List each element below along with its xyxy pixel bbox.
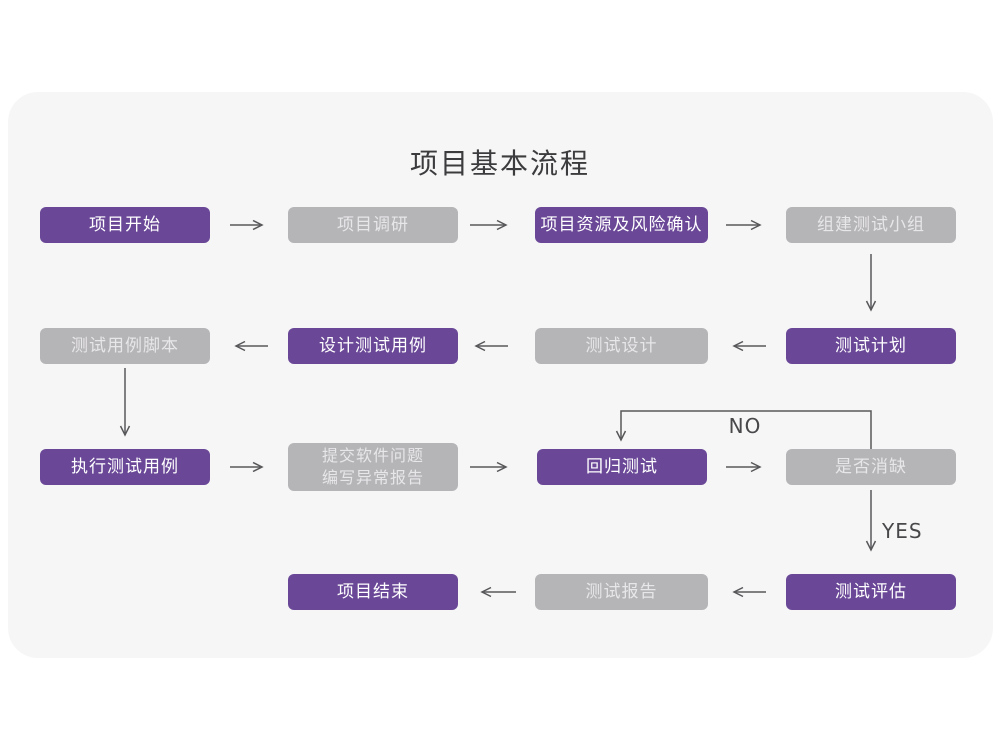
node-build-team: 组建测试小组 [786,207,956,243]
node-test-plan: 测试计划 [786,328,956,364]
branch-label-yes: YES [882,519,923,543]
node-submit-issue-line1: 提交软件问题 [321,446,424,465]
node-resources-risk: 项目资源及风险确认 [535,207,708,243]
node-regression-test: 回归测试 [537,449,707,485]
page-title: 项目基本流程 [409,147,590,180]
node-project-end: 项目结束 [288,574,458,610]
node-test-evaluation: 测试评估 [786,574,956,610]
flowchart-card [8,92,993,658]
node-project-start: 项目开始 [40,207,210,243]
node-test-case-script: 测试用例脚本 [40,328,210,364]
node-design-test-case: 设计测试用例 [288,328,458,364]
branch-label-no: NO [728,414,762,438]
node-submit-issue: 提交软件问题 编写异常报告 [288,443,458,491]
node-defect-resolved: 是否消缺 [786,449,956,485]
node-submit-issue-line2: 编写异常报告 [321,468,424,487]
node-test-design: 测试设计 [535,328,708,364]
node-test-report: 测试报告 [535,574,708,610]
node-execute-test-case: 执行测试用例 [40,449,210,485]
node-project-research: 项目调研 [288,207,458,243]
